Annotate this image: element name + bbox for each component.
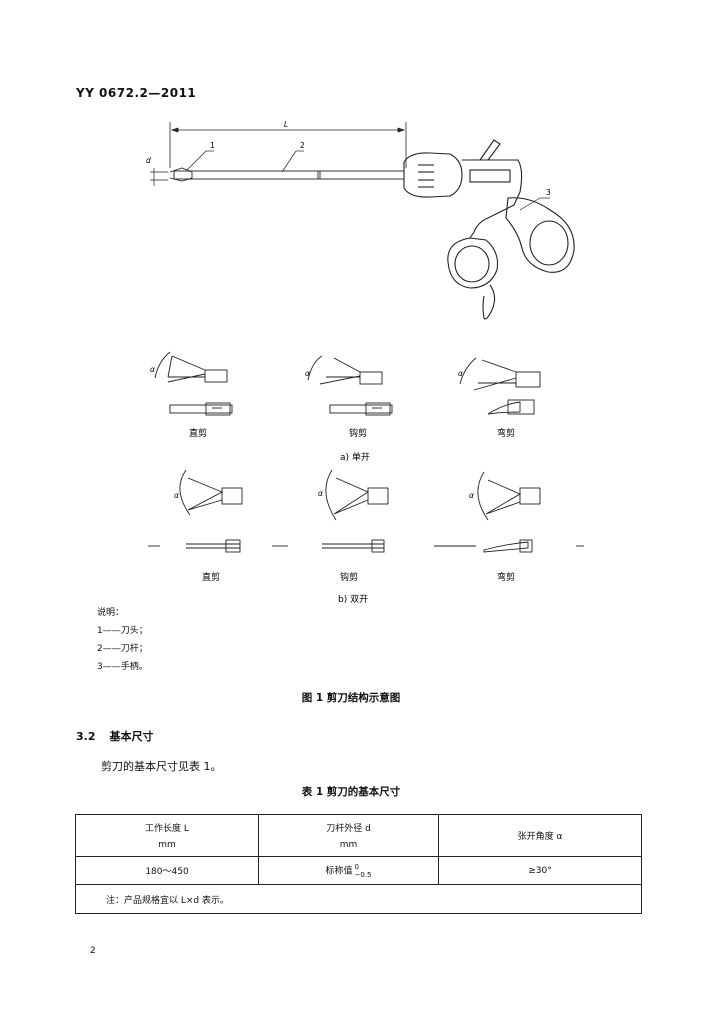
svg-text:α: α (458, 369, 463, 378)
legend-title: 说明： (97, 608, 125, 618)
section-text: 剪刀的基本尺寸见表 1。 (101, 760, 222, 773)
double-label-curved: 弯剪 (497, 571, 515, 583)
dim-label-d: d (146, 156, 151, 165)
single-open-diagrams (154, 351, 541, 416)
double-label-hook: 钩剪 (340, 571, 358, 583)
page-number: 2 (90, 946, 96, 956)
single-label-straight: 直剪 (189, 427, 207, 439)
double-label-straight: 直剪 (202, 571, 220, 583)
figure-title: 图 1 剪刀结构示意图 (301, 692, 401, 704)
section-title: 基本尺寸 (109, 730, 154, 743)
dimension-l (169, 122, 407, 168)
caption-single-open: a) 单开 (340, 451, 370, 463)
header-angle: 张开角度 α (438, 814, 642, 857)
header-length: 工作长度 L mm (75, 814, 259, 857)
callout-2: 2 (300, 141, 305, 150)
double-open-diagrams (148, 469, 584, 553)
single-label-curved: 弯剪 (497, 427, 515, 439)
standard-id: YY 0672.2—2011 (76, 86, 197, 100)
shaft (169, 167, 405, 182)
section-heading: 3.2 基本尺寸 (76, 728, 154, 744)
svg-text:α: α (305, 369, 310, 378)
callout-1: 1 (210, 141, 215, 150)
legend-item: 3——手柄。 (97, 662, 148, 672)
header-diameter: 刀杆外径 d mm (258, 814, 439, 857)
legend-item: 2——刀杆； (97, 644, 148, 654)
dimension-d (150, 168, 168, 186)
legend-item: 1——刀头； (97, 626, 148, 636)
cell-angle: ≥30° (438, 856, 642, 885)
caption-double-open: b) 双开 (338, 594, 368, 605)
svg-text:α: α (318, 489, 323, 498)
svg-text:α: α (469, 491, 474, 500)
table-note: 注：产品规格宜以 L×d 表示。 (75, 884, 642, 914)
scissors-figure: L d 1 2 3 (146, 120, 584, 605)
cell-length: 180～450 (75, 856, 259, 885)
svg-text:α: α (174, 491, 179, 500)
section-number: 3.2 (76, 730, 96, 743)
svg-text:α: α (150, 365, 155, 374)
single-label-hook: 钩剪 (349, 427, 367, 439)
figure-legend: 说明： 1——刀头； 2——刀杆； 3——手柄。 (97, 604, 148, 676)
dim-label-l: L (284, 120, 288, 129)
callout-3: 3 (546, 188, 551, 197)
table-title: 表 1 剪刀的基本尺寸 (301, 786, 401, 798)
handle (403, 139, 575, 320)
